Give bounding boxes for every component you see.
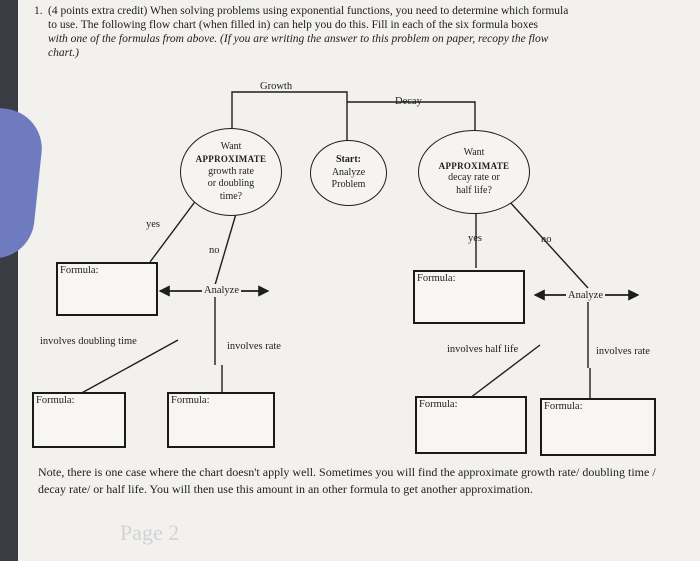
growth-q-rate: growth rate (208, 165, 254, 177)
growth-question-node: Want APPROXIMATE growth rate or doubling… (180, 128, 282, 216)
problem-number: 1. (34, 5, 43, 17)
formula-label: Formula: (419, 399, 458, 410)
growth-q-approximate: APPROXIMATE (195, 154, 267, 165)
decay-question-node: Want APPROXIMATE decay rate or half life… (418, 130, 530, 214)
page-footer: Page 2 (120, 520, 180, 545)
formula-box-half-life[interactable]: Formula: (415, 396, 527, 454)
start-problem: Problem (331, 179, 366, 191)
formula-label: Formula: (544, 401, 583, 412)
formula-box-doubling-time[interactable]: Formula: (32, 392, 126, 448)
note-paragraph: Note, there is one case where the chart … (38, 465, 656, 496)
growth-q-time: time? (219, 190, 243, 202)
start-label: Start: (336, 154, 361, 166)
growth-q-want: Want (220, 140, 242, 152)
analyze-left-label: Analyze (202, 284, 241, 298)
formula-box-decay-approx[interactable]: Formula: (413, 270, 525, 324)
decay-no-label: no (541, 234, 552, 245)
formula-label: Formula: (417, 273, 456, 284)
start-node: Start: Analyze Problem (310, 140, 387, 206)
growth-label: Growth (260, 81, 293, 92)
formula-box-growth-rate[interactable]: Formula: (167, 392, 275, 448)
problem-intro: 1. (4 points extra credit) When solving … (34, 4, 658, 60)
decay-q-half-life: half life? (456, 184, 492, 196)
formula-label: Formula: (36, 395, 75, 406)
growth-yes-label: yes (146, 219, 160, 230)
analyze-right-label: Analyze (566, 289, 605, 303)
decay-q-rate: decay rate or (448, 172, 500, 183)
decay-label: Decay (395, 96, 422, 107)
formula-box-decay-rate[interactable]: Formula: (540, 398, 656, 456)
formula-label: Formula: (60, 265, 99, 276)
involves-half-life-label: involves half life (447, 344, 519, 355)
intro-line-1: (4 points extra credit) When solving pro… (48, 5, 569, 17)
involves-doubling-label: involves doubling time (40, 336, 137, 347)
decay-q-approximate: APPROXIMATE (438, 160, 510, 171)
decay-q-want: Want (463, 147, 485, 158)
decay-yes-label: yes (468, 233, 482, 244)
involves-rate-left-label: involves rate (227, 341, 281, 352)
growth-q-doubling: or doubling (207, 178, 255, 190)
intro-line-3: with one of the formulas from above. (If… (48, 33, 549, 45)
intro-line-2: to use. The following flow chart (when f… (48, 19, 539, 31)
formula-label: Formula: (171, 395, 210, 406)
growth-no-label: no (209, 245, 220, 256)
involves-rate-right-label: involves rate (596, 346, 650, 357)
formula-box-growth-approx[interactable]: Formula: (56, 262, 158, 316)
intro-line-4: chart.) (48, 47, 79, 59)
start-analyze: Analyze (331, 166, 366, 178)
